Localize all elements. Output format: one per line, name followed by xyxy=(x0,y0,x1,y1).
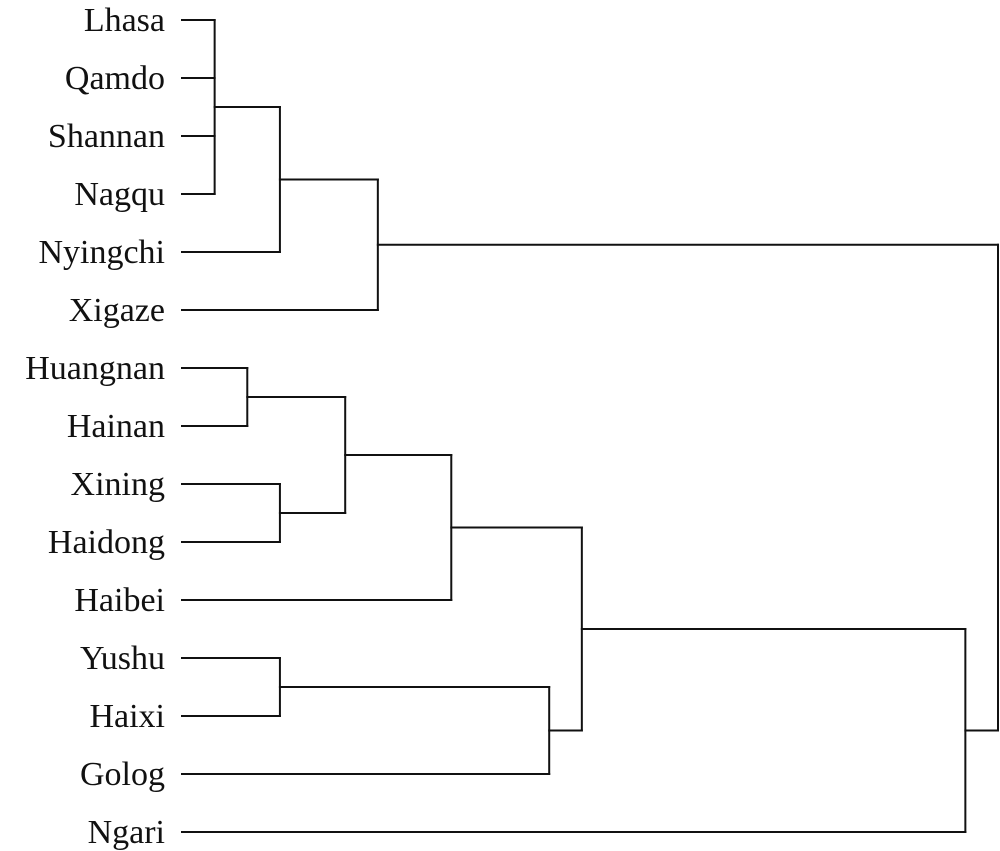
leaf-label-ngari: Ngari xyxy=(88,814,165,851)
leaf-label-huangnan: Huangnan xyxy=(25,350,165,387)
leaf-label-golog: Golog xyxy=(80,756,165,793)
leaf-label-xigaze: Xigaze xyxy=(69,292,165,329)
leaf-label-hainan: Hainan xyxy=(67,408,165,445)
leaf-label-shannan: Shannan xyxy=(48,118,165,155)
leaf-label-nyingchi: Nyingchi xyxy=(38,234,165,271)
leaf-label-haibei: Haibei xyxy=(74,582,165,619)
leaf-label-qamdo: Qamdo xyxy=(65,60,165,97)
branches xyxy=(181,19,999,833)
leaf-label-lhasa: Lhasa xyxy=(84,2,165,39)
leaf-label-haixi: Haixi xyxy=(89,698,165,735)
leaf-label-xining: Xining xyxy=(71,466,165,503)
leaf-label-yushu: Yushu xyxy=(80,640,165,677)
leaf-labels: LhasaQamdoShannanNagquNyingchiXigazeHuan… xyxy=(25,2,165,851)
leaf-label-haidong: Haidong xyxy=(48,524,165,561)
leaf-label-nagqu: Nagqu xyxy=(74,176,165,213)
